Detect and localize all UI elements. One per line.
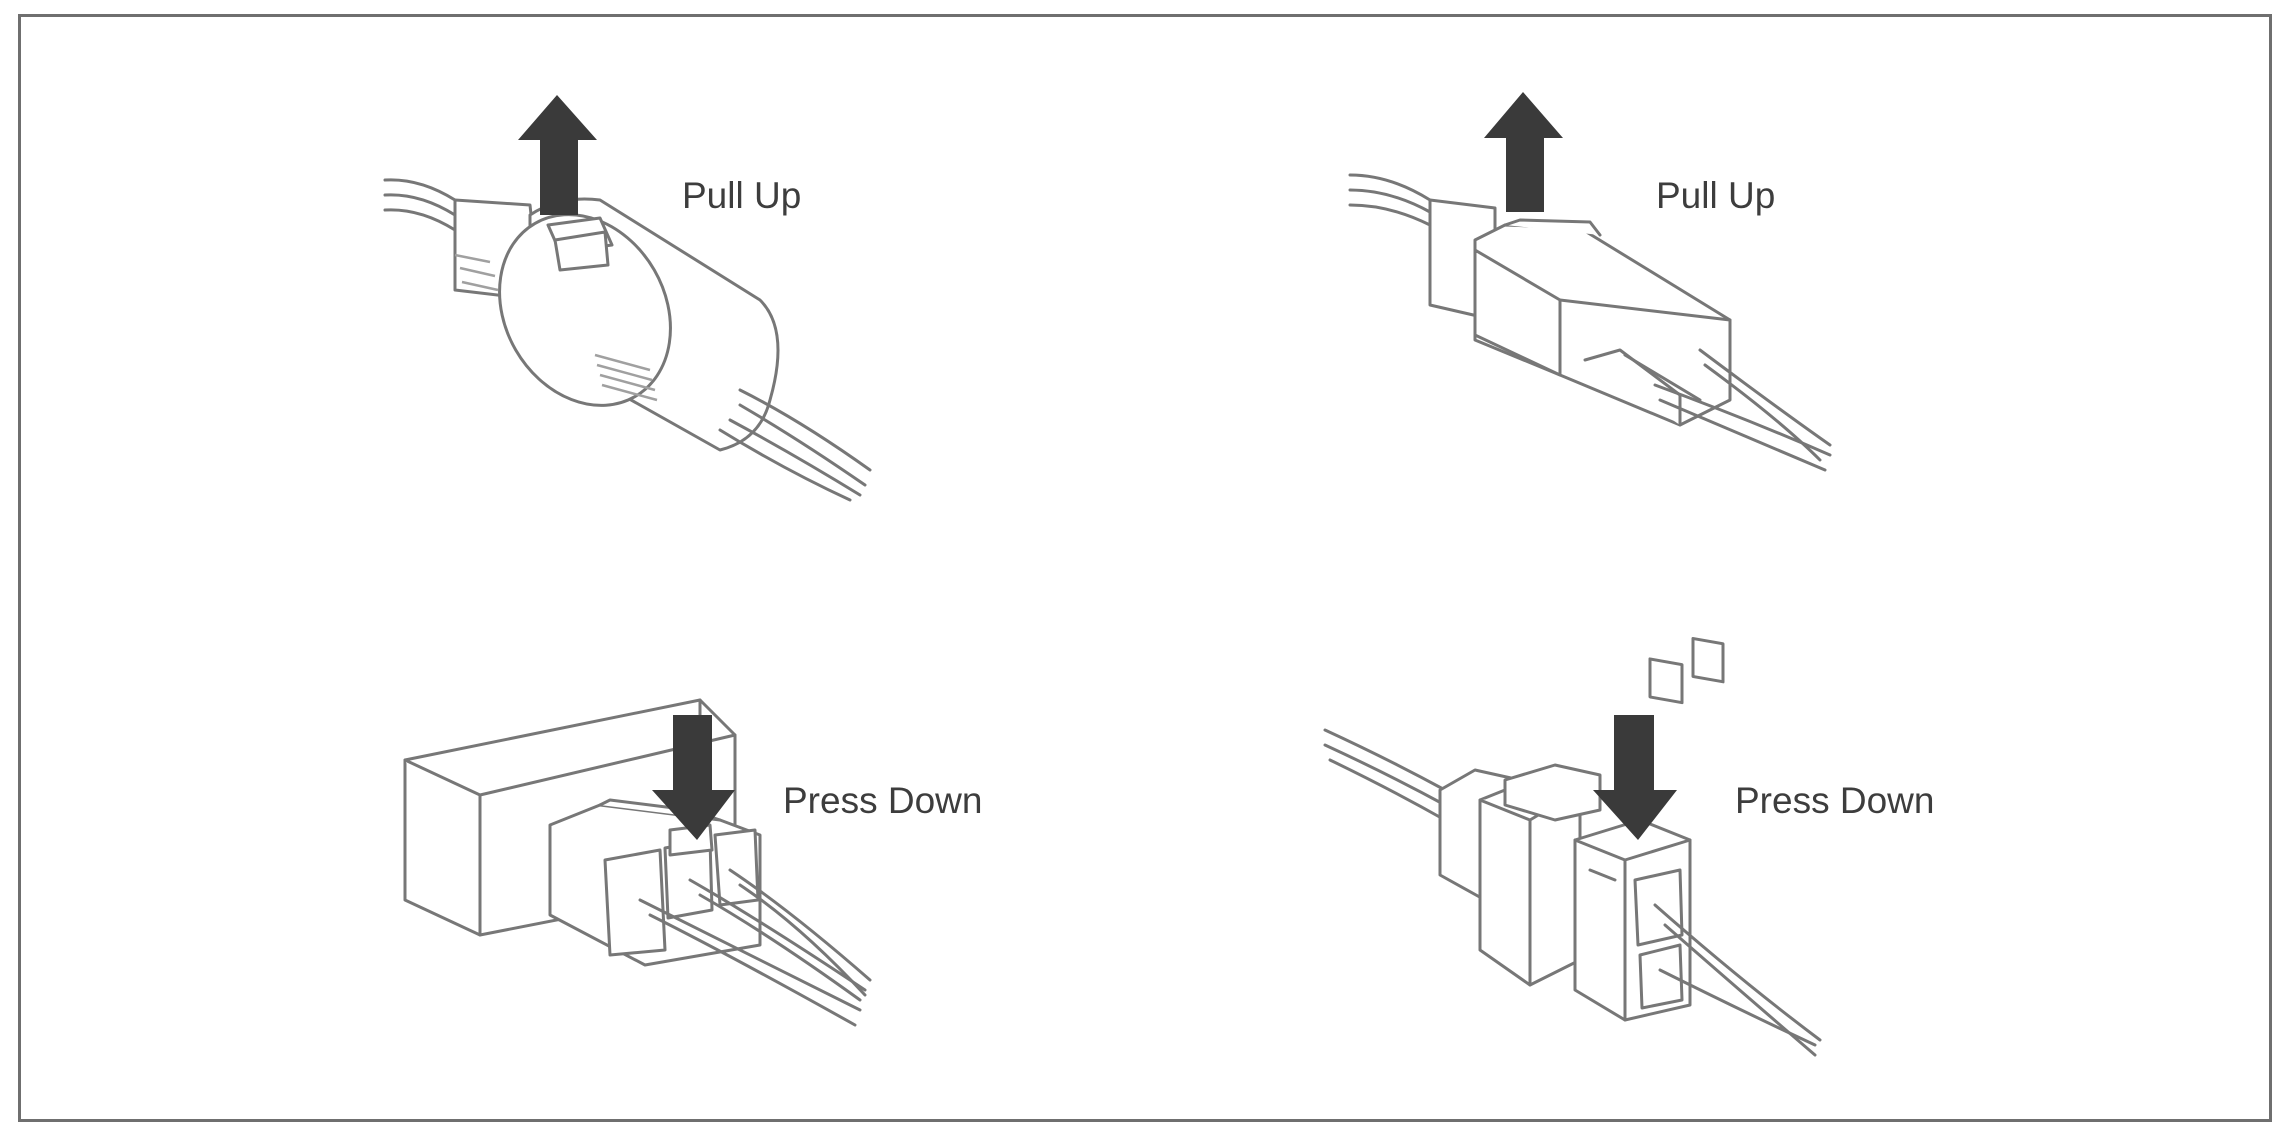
panel-label: Press Down [783, 780, 982, 821]
round-connector-wires-back [383, 178, 457, 232]
round-connector-body [453, 197, 780, 452]
panel-label: Pull Up [682, 175, 801, 216]
rect-connector-body [1428, 198, 1732, 705]
press-down-arrow-icon [652, 715, 735, 840]
panel-rect-connector: Pull Up [1348, 92, 1832, 705]
panel-label: Press Down [1735, 780, 1934, 821]
block-connector-wires-back [1323, 728, 1447, 822]
block-connector-body [1438, 763, 1692, 1022]
round-connector-wires-front [718, 388, 872, 502]
round-connector-ribs [454, 253, 658, 402]
rect-connector-wires-back [1348, 173, 1432, 227]
press-down-arrow-icon [1593, 715, 1677, 840]
panel-block-connector: Press Down [1323, 715, 1934, 1057]
panel-box-connector: Press Down [403, 698, 982, 1027]
rect-connector-wires-front [1653, 348, 1832, 472]
box-connector-wires [638, 868, 872, 1027]
block-connector-wires-front [1653, 903, 1822, 1057]
figure-frame [18, 14, 2272, 1122]
panel-label: Pull Up [1656, 175, 1775, 216]
pull-up-arrow-icon [518, 95, 597, 215]
pull-up-arrow-icon [1484, 92, 1563, 212]
panel-round-connector: Pull Up [383, 95, 872, 502]
box-connector-body [548, 798, 762, 967]
